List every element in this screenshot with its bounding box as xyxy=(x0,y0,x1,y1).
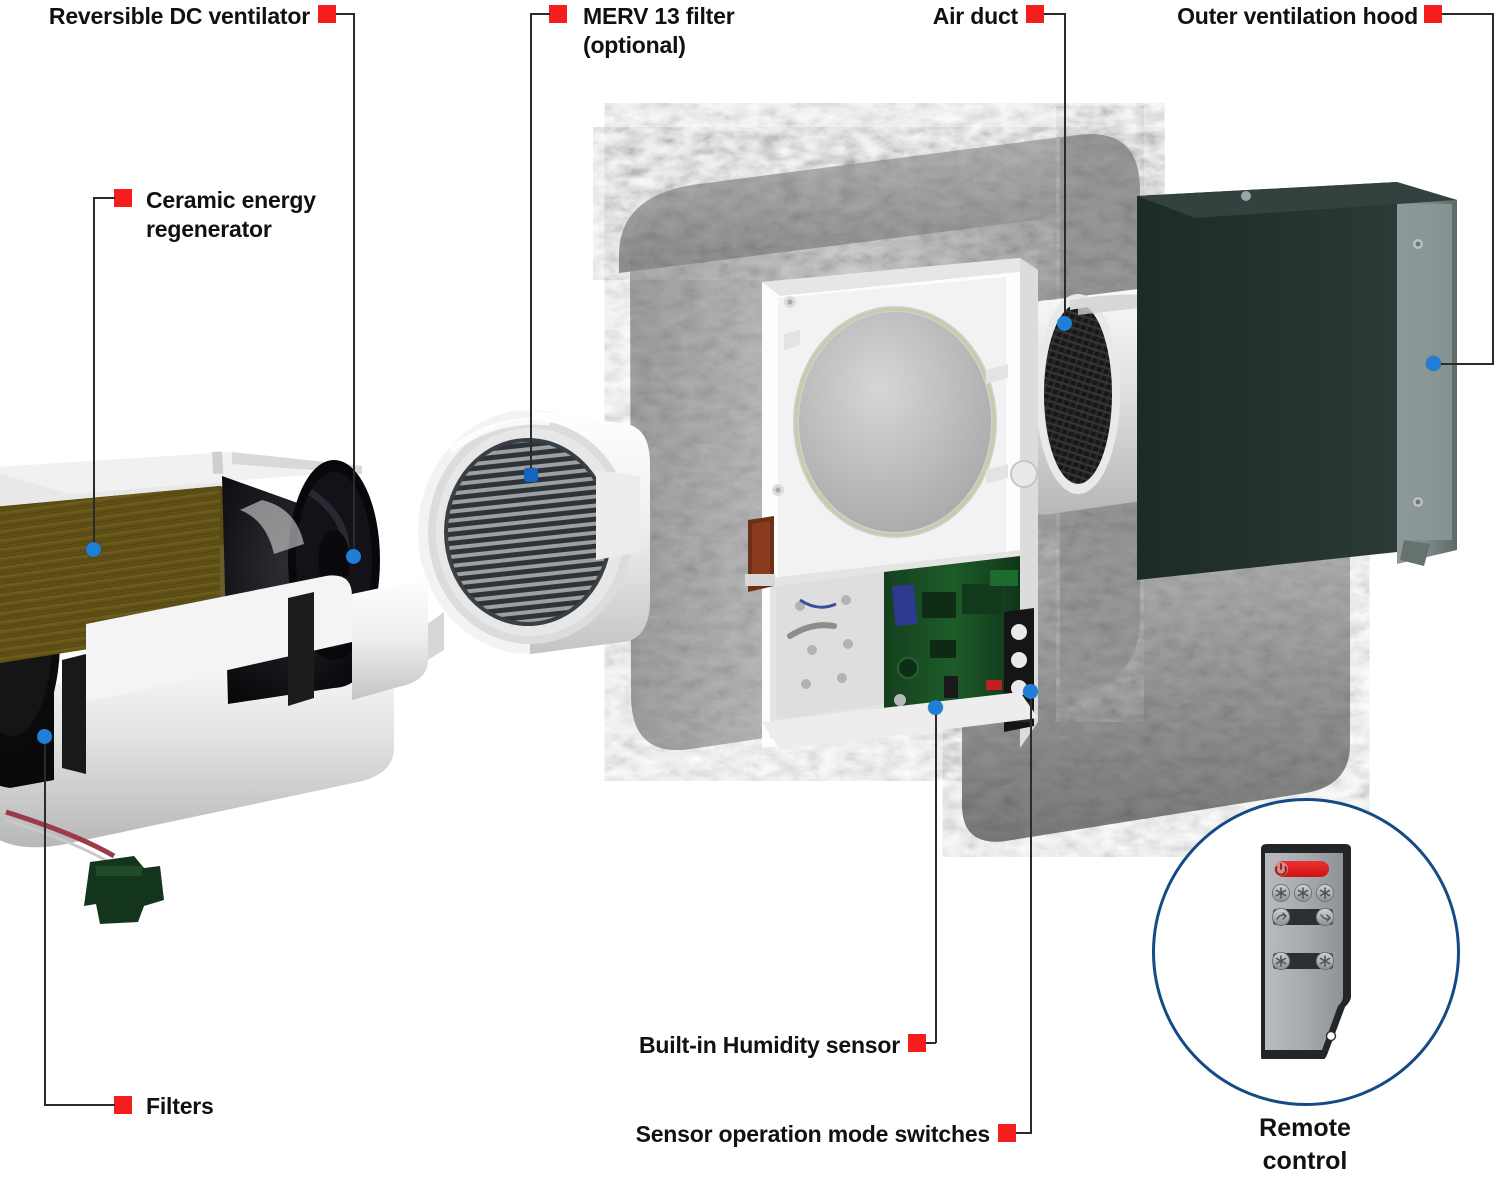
callout-marker-built-in-humidity-sensor xyxy=(908,1034,926,1052)
leader-ceramic-energy-regenerator-v xyxy=(93,197,95,549)
leader-merv-13-filter-v xyxy=(530,13,532,475)
leader-reversible-dc-ventilator-h xyxy=(336,13,355,15)
leader-sensor-operation-mode-switches-h xyxy=(1016,1132,1032,1134)
leader-ceramic-energy-regenerator-h xyxy=(93,197,115,199)
leader-built-in-humidity-sensor-v xyxy=(935,713,937,1043)
anchor-dot-reversible-dc-ventilator xyxy=(346,549,361,564)
anchor-dot-merv-13-filter xyxy=(524,468,538,482)
callout-marker-sensor-operation-mode-switches xyxy=(998,1124,1016,1142)
callout-marker-merv-13-filter xyxy=(549,5,567,23)
callout-label-air-duct: Air duct xyxy=(932,3,1018,29)
leader-air-duct-v xyxy=(1064,13,1066,323)
leader-reversible-dc-ventilator-v xyxy=(353,13,355,557)
anchor-dot-air-duct xyxy=(1057,316,1072,331)
callout-marker-filters xyxy=(114,1096,132,1114)
callout-label-merv-13-filter: MERV 13 filter (optional) xyxy=(583,3,735,59)
leader-built-in-humidity-sensor-h xyxy=(926,1042,936,1044)
remote-mode-exhaust-button xyxy=(1315,907,1335,927)
anchor-dot-sensor-operation-mode-switches xyxy=(1023,684,1038,699)
callout-marker-reversible-dc-ventilator xyxy=(318,5,336,23)
leader-filters-v xyxy=(44,742,46,1105)
remote-power-button xyxy=(1275,861,1329,877)
callout-marker-outer-ventilation-hood xyxy=(1424,5,1442,23)
ceramic-regenerator-module xyxy=(0,451,428,924)
merv-13-filter xyxy=(408,410,650,672)
leader-filters-h xyxy=(44,1104,115,1106)
leader-outer-ventilation-hood-v xyxy=(1492,13,1494,364)
electronics-bay xyxy=(745,516,1034,738)
remote-control-illustration xyxy=(1261,844,1351,1059)
callout-label-ceramic-energy-regenerator: Ceramic energy regenerator xyxy=(146,187,316,243)
leader-air-duct-h xyxy=(1044,13,1066,15)
anchor-dot-outer-ventilation-hood xyxy=(1426,356,1441,371)
callout-label-sensor-operation-mode-switches: Sensor operation mode switches xyxy=(635,1121,991,1147)
callout-marker-ceramic-energy-regenerator xyxy=(114,189,132,207)
leader-outer-ventilation-hood-h2 xyxy=(1438,363,1494,365)
callout-label-outer-ventilation-hood: Outer ventilation hood xyxy=(1177,3,1418,29)
anchor-dot-filters xyxy=(37,729,52,744)
callout-label-built-in-humidity-sensor: Built-in Humidity sensor xyxy=(639,1032,900,1058)
remote-fan-speed-row xyxy=(1271,883,1335,903)
leader-merv-13-filter-h xyxy=(530,13,550,15)
callout-label-filters: Filters xyxy=(146,1093,214,1119)
remote-control-caption: Remote control xyxy=(1259,1114,1351,1175)
callout-label-reversible-dc-ventilator: Reversible DC ventilator xyxy=(48,3,310,29)
callout-marker-air-duct xyxy=(1026,5,1044,23)
anchor-dot-ceramic-energy-regenerator xyxy=(86,542,101,557)
main-unit-panel xyxy=(745,258,1038,750)
remote-mode-supply-button xyxy=(1271,907,1291,927)
outer-ventilation-hood xyxy=(1137,182,1457,580)
leader-sensor-operation-mode-switches-v xyxy=(1030,697,1032,1133)
anchor-dot-built-in-humidity-sensor xyxy=(928,700,943,715)
leader-outer-ventilation-hood-h xyxy=(1442,13,1494,15)
